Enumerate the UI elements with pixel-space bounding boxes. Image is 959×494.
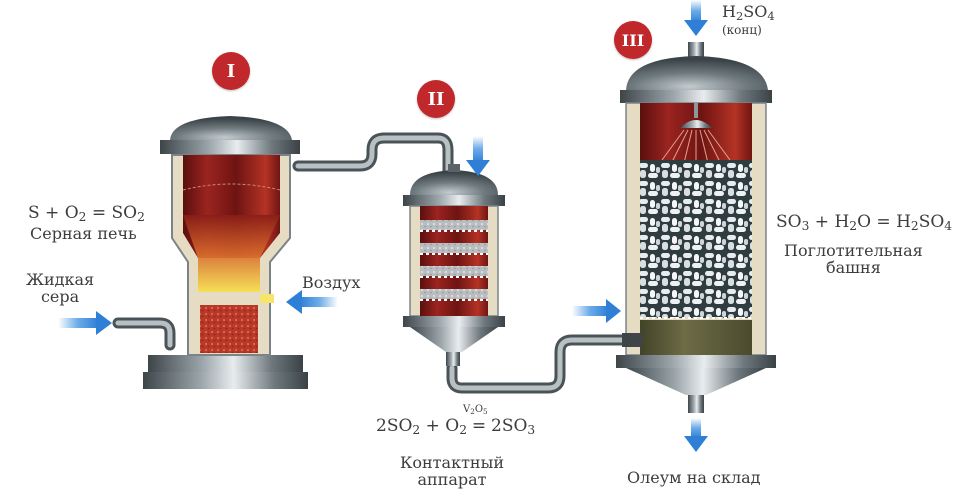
tower-dome bbox=[626, 56, 768, 90]
acid-note: (конц) bbox=[722, 22, 762, 37]
pipe-converter-to-tower bbox=[446, 334, 631, 394]
tower-cone bbox=[626, 368, 766, 395]
arrow-oleum-out-icon bbox=[684, 418, 708, 452]
oleum-output-label: Олеум на склад bbox=[627, 468, 761, 487]
stage-badge-iii: III bbox=[614, 21, 652, 59]
catalyst-layer bbox=[420, 289, 488, 299]
furnace-air-inlet bbox=[260, 294, 274, 303]
catalyst-layer bbox=[420, 243, 488, 253]
furnace-dome bbox=[170, 116, 292, 140]
pipe-sulfur-inlet bbox=[112, 317, 176, 351]
reaction-term: S bbox=[28, 203, 40, 223]
furnace-base bbox=[148, 355, 303, 375]
furnace-name: Серная печь bbox=[30, 224, 137, 243]
tower-acid-layer bbox=[640, 320, 752, 355]
sulfur-furnace bbox=[143, 116, 308, 389]
furnace-flange bbox=[160, 140, 300, 154]
arrow-gas-to-tower-icon bbox=[572, 299, 621, 323]
stage-badge-label: III bbox=[621, 30, 645, 50]
acid-sprayer bbox=[661, 103, 731, 164]
flow-arrows bbox=[58, 0, 708, 452]
catalyst-layer bbox=[420, 220, 488, 230]
arrow-acid-in-icon bbox=[684, 0, 708, 36]
stage-badge-ii: II bbox=[417, 80, 455, 118]
acid-input-label: H2SO4 (конц) bbox=[722, 2, 775, 37]
converter-name: Контактный аппарат bbox=[400, 453, 504, 489]
stage-badge-label: I bbox=[226, 60, 236, 82]
furnace-fire bbox=[183, 215, 280, 292]
furnace-sulfur-bed bbox=[200, 305, 258, 353]
liquid-sulfur-line2: сера bbox=[40, 286, 80, 306]
liquid-sulfur-label: Жидкая сера bbox=[26, 270, 95, 306]
contact-apparatus bbox=[403, 164, 505, 366]
stage-badge-label: II bbox=[427, 88, 445, 110]
furnace-reaction: S + O2 = SO2 bbox=[28, 203, 145, 225]
stage-badge-i: I bbox=[212, 52, 250, 90]
arrow-converter-in-icon bbox=[466, 136, 490, 176]
tower-name-line1: Поглотительная bbox=[784, 241, 923, 260]
converter-cone bbox=[410, 327, 498, 352]
tower-name-line2: башня bbox=[825, 257, 881, 277]
absorption-tower bbox=[616, 42, 776, 413]
arrow-sulfur-in-icon bbox=[58, 311, 112, 335]
converter-dome bbox=[410, 170, 498, 195]
air-label: Воздух bbox=[302, 273, 361, 292]
tower-packing bbox=[640, 160, 752, 318]
pipe-network bbox=[112, 132, 631, 394]
converter-name-line1: Контактный bbox=[400, 453, 504, 472]
acid-formula: H2SO4 bbox=[722, 2, 775, 23]
catalyst-layer bbox=[420, 266, 488, 276]
catalyst-layers bbox=[420, 220, 488, 301]
liquid-sulfur-line1: Жидкая bbox=[26, 270, 95, 289]
arrow-air-in-icon bbox=[286, 290, 338, 314]
converter-name-line2: аппарат bbox=[417, 469, 487, 489]
tower-name: Поглотительная башня bbox=[784, 241, 923, 277]
tower-reaction: SO3 + H2O = H2SO4 bbox=[776, 212, 953, 234]
